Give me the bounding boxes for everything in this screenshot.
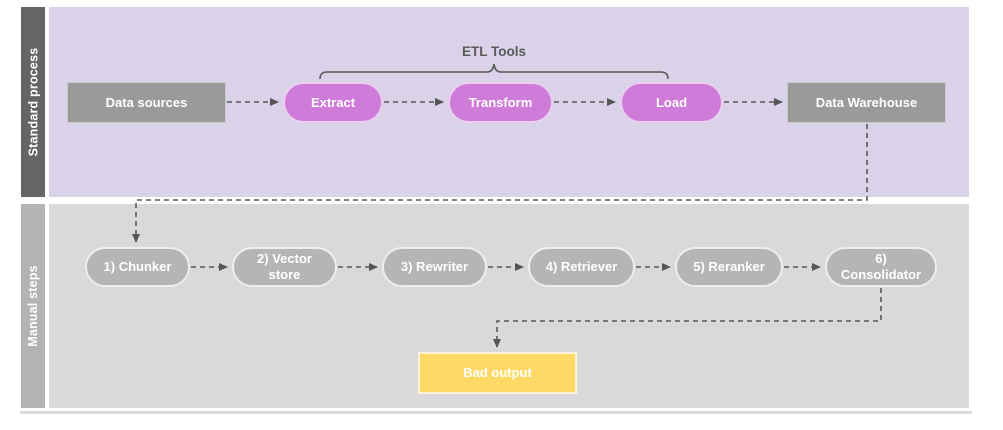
node-transform: Transform [448, 82, 553, 123]
page-divider [20, 411, 972, 414]
lane-standard-process-label-text: Standard process [26, 47, 41, 157]
node-consolidator: 6) Consolidator [825, 247, 937, 287]
node-rewriter: 3) Rewriter [382, 247, 487, 287]
node-vector-store: 2) Vector store [232, 247, 337, 287]
node-data-sources: Data sources [67, 82, 226, 123]
node-extract: Extract [283, 82, 383, 123]
node-chunker-label: 1) Chunker [103, 259, 172, 274]
node-retriever: 4) Retriever [528, 247, 635, 287]
node-data-sources-label: Data sources [105, 94, 188, 110]
node-vector-store-label: 2) Vector store [257, 251, 312, 282]
node-data-warehouse: Data Warehouse [787, 82, 946, 123]
node-bad-output: Bad output [418, 352, 577, 394]
node-chunker: 1) Chunker [85, 247, 190, 287]
node-data-warehouse-label: Data Warehouse [815, 94, 918, 110]
node-extract-label: Extract [310, 94, 356, 110]
lane-manual-steps-label-text: Manual steps [26, 265, 40, 347]
node-reranker: 5) Reranker [675, 247, 783, 287]
node-bad-output-label: Bad output [463, 365, 532, 380]
node-reranker-label: 5) Reranker [693, 259, 765, 274]
node-transform-label: Transform [468, 94, 533, 110]
node-load: Load [620, 82, 723, 123]
lane-manual-steps-label: Manual steps [21, 204, 45, 408]
node-load-label: Load [655, 94, 688, 110]
node-retriever-label: 4) Retriever [545, 259, 618, 274]
etl-tools-group-label: ETL Tools [462, 44, 526, 59]
lane-standard-process-label: Standard process [21, 7, 45, 197]
node-consolidator-label: 6) Consolidator [840, 251, 922, 282]
node-rewriter-label: 3) Rewriter [400, 259, 469, 274]
